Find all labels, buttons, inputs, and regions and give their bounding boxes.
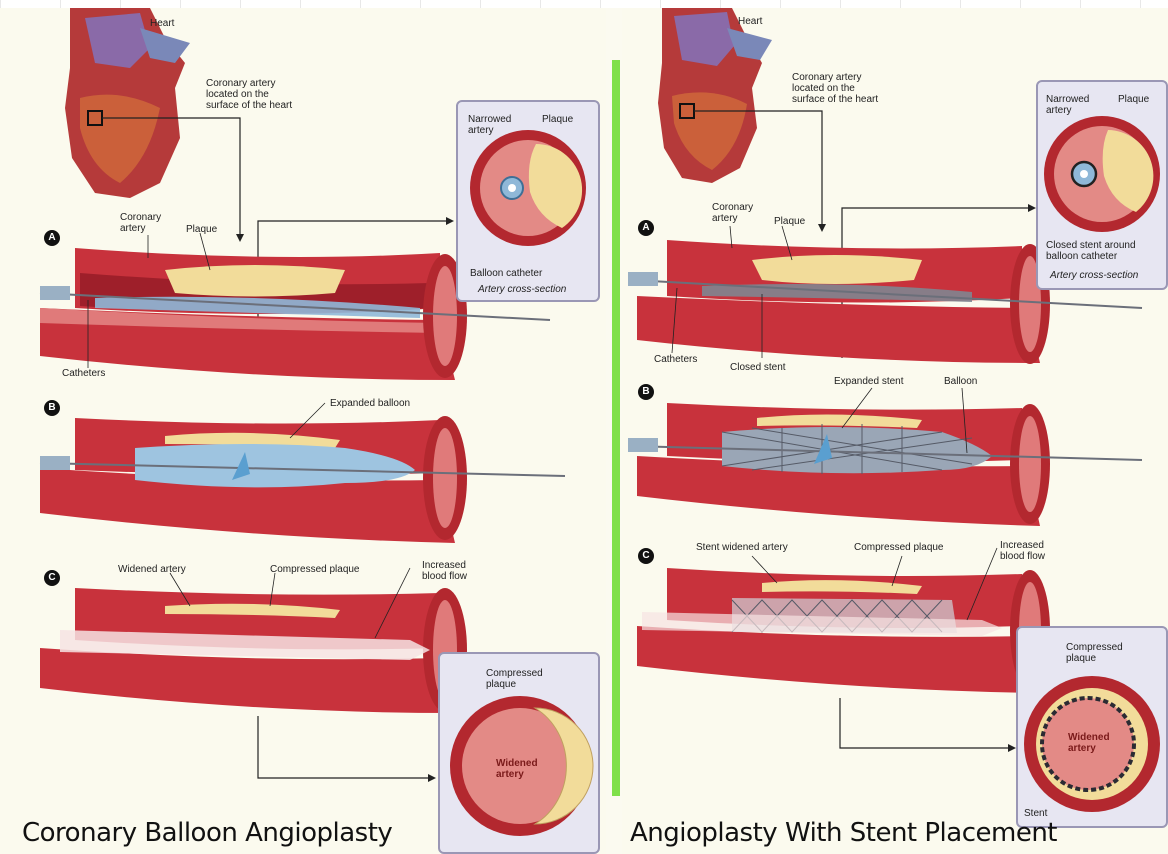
compressed-plaque-inset-label: Compressed plaque [486,668,543,690]
stent-widened-artery-label: Stent widened artery [696,542,788,553]
stent-placement-panel: Heart Coronary artery located on the sur… [622,8,1168,854]
balloon-catheter-label: Balloon catheter [470,268,542,279]
top-ruler [0,0,1168,8]
panel-divider [612,60,620,796]
balloon-label: Balloon [944,376,977,387]
stent-stage-b-marker: B [638,384,654,400]
increased-blood-flow-label-right: Increased blood flow [1000,540,1045,562]
plaque-label: Plaque [186,224,217,235]
stage-b-marker: B [44,400,60,416]
balloon-angioplasty-panel: Heart Coronary artery located on the sur… [0,8,606,854]
expanded-balloon-label: Expanded balloon [330,398,410,409]
widened-artery-inset-label: Widened artery [496,758,538,780]
closed-stent-label: Closed stent [730,362,786,373]
stage-a-marker: A [44,230,60,246]
heart-illustration-right [658,8,772,183]
plaque-label-right: Plaque [774,216,805,227]
stent-artery-stage-c [637,568,1050,693]
stent-stage-c-marker: C [638,548,654,564]
expanded-stent-label: Expanded stent [834,376,904,387]
artery-stage-b [40,416,565,543]
catheters-label: Catheters [62,368,105,379]
heart-label-right: Heart [738,16,762,27]
compressed-plaque-label-right: Compressed plaque [854,542,944,553]
increased-blood-flow-label: Increased blood flow [422,560,467,582]
artery-cross-section-label: Artery cross-section [478,284,566,295]
stage-c-marker: C [44,570,60,586]
stent-artery-stage-b [628,403,1142,526]
compressed-plaque-inset-label-right: Compressed plaque [1066,642,1123,664]
coronary-artery-location-label: Coronary artery located on the surface o… [206,78,292,111]
plaque-inset-label: Plaque [542,114,573,125]
plaque-inset-label-right: Plaque [1118,94,1149,105]
coronary-artery-label-right: Coronary artery [712,202,753,224]
widened-artery-label: Widened artery [118,564,186,575]
heart-illustration [65,8,190,198]
narrowed-artery-label: Narrowed artery [468,114,511,136]
catheters-label-right: Catheters [654,354,697,365]
stent-stage-a-marker: A [638,220,654,236]
coronary-artery-label: Coronary artery [120,212,161,234]
artery-stage-c [40,588,467,713]
stent-placement-title: Angioplasty With Stent Placement [630,818,1057,848]
artery-cross-section-label-right: Artery cross-section [1050,270,1138,281]
widened-artery-inset-label-right: Widened artery [1068,732,1110,754]
narrowed-artery-label-right: Narrowed artery [1046,94,1089,116]
heart-label: Heart [150,18,174,29]
compressed-plaque-label: Compressed plaque [270,564,360,575]
closed-stent-inset-label: Closed stent around balloon catheter [1046,240,1136,262]
balloon-angioplasty-title: Coronary Balloon Angioplasty [22,818,392,848]
coronary-artery-location-label-right: Coronary artery located on the surface o… [792,72,878,105]
